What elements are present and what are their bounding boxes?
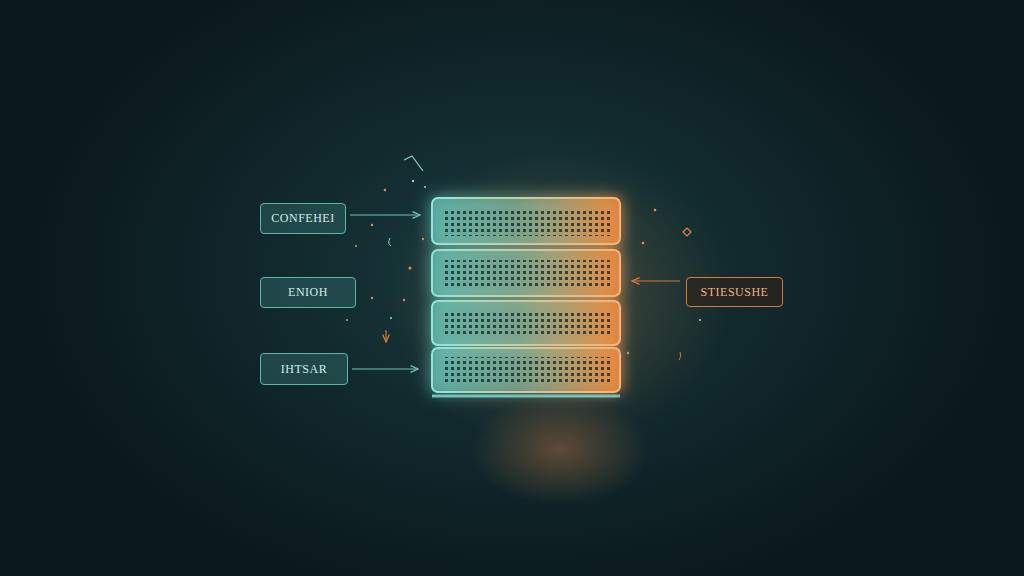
label-text: ENIOH: [288, 285, 328, 300]
label-text: STIESUSHE: [701, 285, 769, 300]
label-text: IHTSAR: [281, 362, 327, 377]
label-box: ENIOH: [260, 277, 356, 308]
label-box: STIESUSHE: [686, 277, 783, 307]
label-box: IHTSAR: [260, 353, 348, 385]
label-box: CONFEHEI: [260, 203, 346, 234]
label-text: CONFEHEI: [271, 211, 334, 226]
